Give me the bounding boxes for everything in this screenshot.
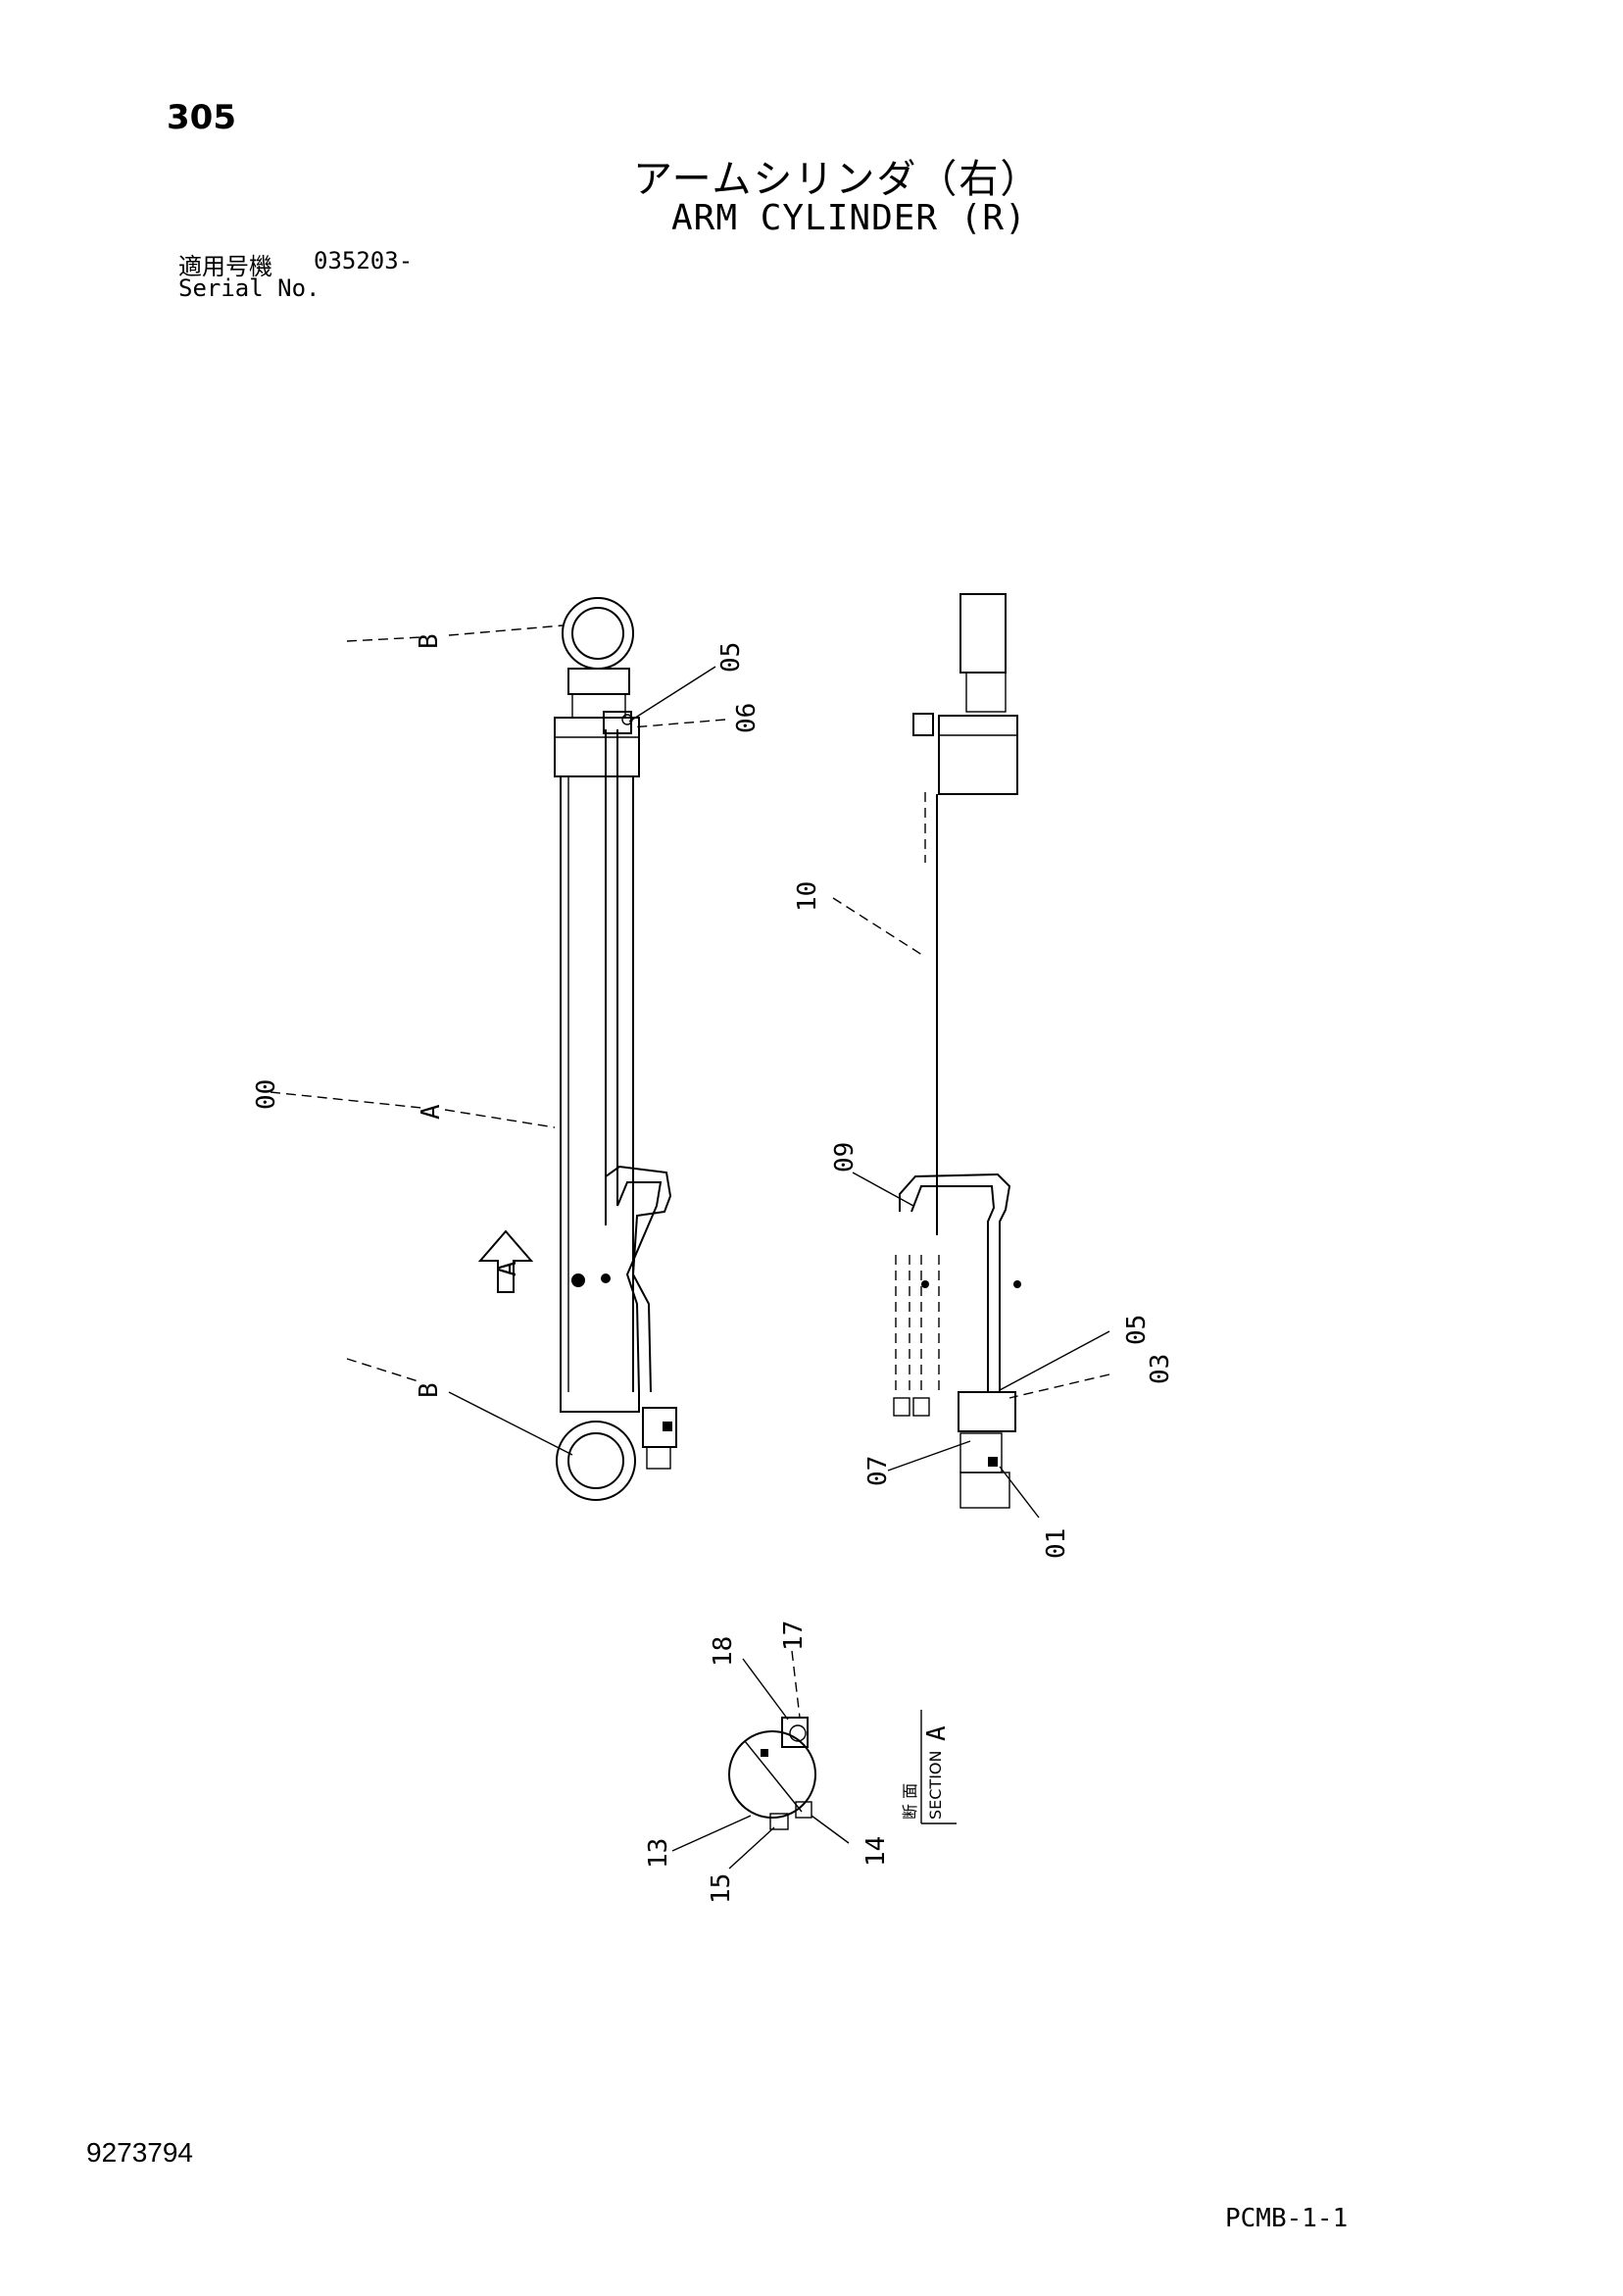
right-cylinder-view (893, 593, 1021, 1509)
left-cylinder-view (477, 597, 677, 1501)
callout-b-top: B (415, 633, 444, 649)
callout-07: 07 (863, 1456, 893, 1486)
bottom-eye-inner (567, 1432, 624, 1489)
serial-label-japanese: 適用号機 (178, 253, 272, 280)
view-a-arrow (477, 1229, 534, 1293)
title-japanese: アームシリンダ（右） (633, 157, 1042, 202)
side-rod-end (959, 593, 1007, 674)
callout-05-bottom: 05 (1122, 1315, 1152, 1345)
serial-label-english: Serial No. (178, 275, 320, 302)
callout-17: 17 (779, 1621, 809, 1651)
bottom-eye-outer (556, 1421, 636, 1501)
callout-10: 10 (793, 881, 822, 912)
section-letter: A (922, 1725, 952, 1741)
callout-03: 03 (1146, 1354, 1175, 1384)
top-eye-inner (571, 607, 624, 660)
side-bottom-block (958, 1391, 1016, 1432)
callout-06: 06 (732, 703, 762, 733)
callout-05-top: 05 (716, 642, 746, 673)
section-clamp-top (781, 1717, 809, 1748)
side-gland (938, 715, 1018, 795)
callout-14: 14 (861, 1836, 891, 1867)
section-leaders (671, 1650, 850, 1870)
callout-b-bottom: B (415, 1382, 444, 1398)
section-label-en: SECTION (926, 1751, 945, 1821)
serial-value: 035203- (314, 247, 414, 275)
callout-00: 00 (252, 1079, 281, 1110)
document-number: 9273794 (86, 2137, 194, 2168)
callout-09: 09 (830, 1142, 860, 1173)
sheet-code: PCMB-1-1 (1225, 2204, 1349, 2233)
section-label-jp: 断 面 (901, 1783, 919, 1820)
right-leaders (832, 897, 1110, 1519)
callout-a-view: A (493, 1261, 522, 1276)
gland (554, 717, 640, 777)
section-tube (728, 1730, 816, 1819)
title-english: ARM CYLINDER (R) (671, 198, 1027, 238)
section-a-view (728, 1710, 957, 1830)
callout-13: 13 (644, 1838, 673, 1869)
callout-18: 18 (709, 1636, 738, 1667)
rod-end (567, 668, 630, 695)
callout-a-main: A (417, 1104, 446, 1120)
callout-01: 01 (1042, 1528, 1071, 1559)
page-number: 305 (167, 98, 236, 137)
left-leaders (270, 624, 726, 1456)
callout-labels: B 05 06 00 A A B 10 09 05 03 07 01 18 17… (252, 633, 1175, 1904)
callout-15: 15 (707, 1873, 736, 1904)
